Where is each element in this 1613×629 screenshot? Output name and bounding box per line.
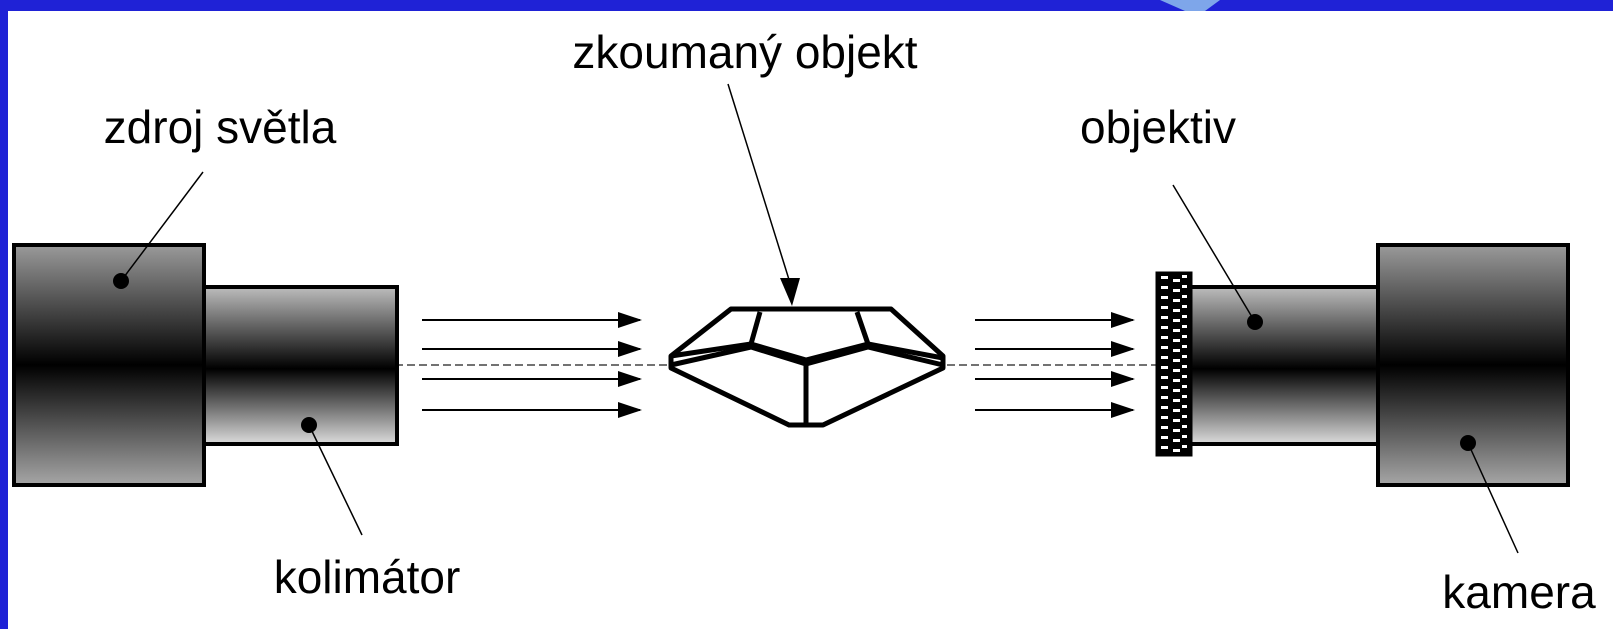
label-camera: kamera bbox=[1442, 566, 1596, 618]
leader-line-lens bbox=[1172, 184, 1256, 323]
label-lens: objektiv bbox=[1080, 101, 1236, 153]
leader-lines bbox=[120, 83, 1519, 554]
label-object: zkoumaný objekt bbox=[572, 26, 917, 78]
marker-dot bbox=[301, 417, 317, 433]
light-source-block bbox=[12, 243, 206, 487]
frame-accent bbox=[1160, 0, 1220, 11]
label-source: zdroj světla bbox=[104, 101, 337, 153]
collimator-block bbox=[202, 285, 399, 446]
leader-line-source bbox=[120, 171, 204, 282]
incoming-rays bbox=[422, 312, 642, 418]
marker-dot bbox=[1247, 314, 1263, 330]
leader-line-camera bbox=[1467, 442, 1519, 554]
lens-block bbox=[1188, 285, 1380, 446]
leader-line-object bbox=[727, 83, 792, 287]
leader-line-collimator bbox=[308, 424, 363, 536]
marker-dot bbox=[113, 273, 129, 289]
lens-focus-ring bbox=[1155, 271, 1193, 457]
object-pointer-arrow bbox=[780, 278, 800, 306]
marker-dot bbox=[1460, 435, 1476, 451]
label-collimator: kolimátor bbox=[274, 551, 461, 603]
outgoing-rays bbox=[975, 312, 1135, 418]
gemstone-object bbox=[668, 306, 946, 428]
